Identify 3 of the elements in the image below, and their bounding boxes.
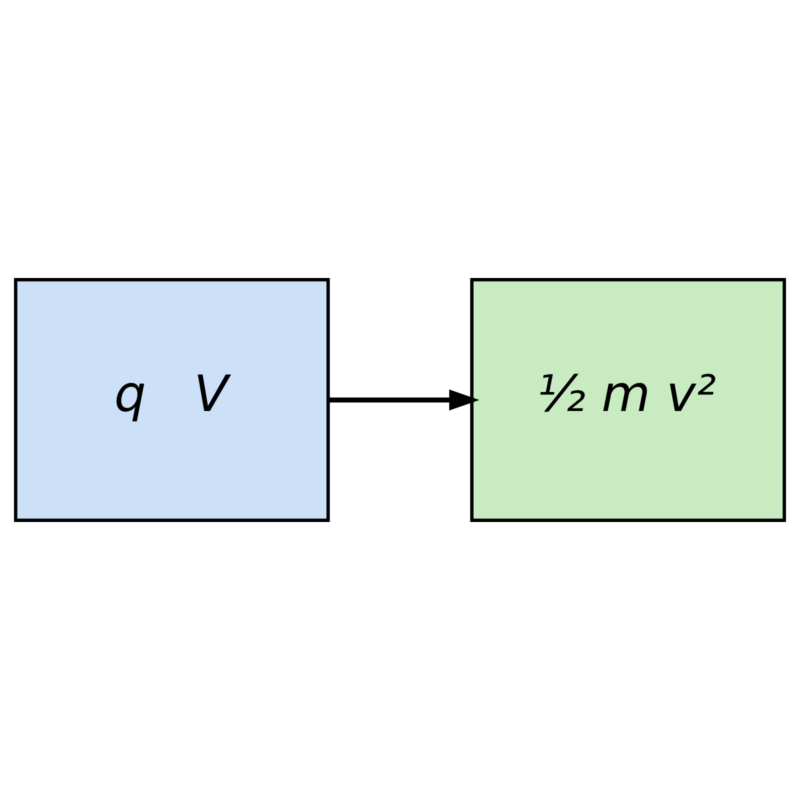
node-box: ½ m v²: [470, 278, 786, 522]
node-box: q V: [14, 278, 330, 522]
arrow: [328, 389, 480, 411]
